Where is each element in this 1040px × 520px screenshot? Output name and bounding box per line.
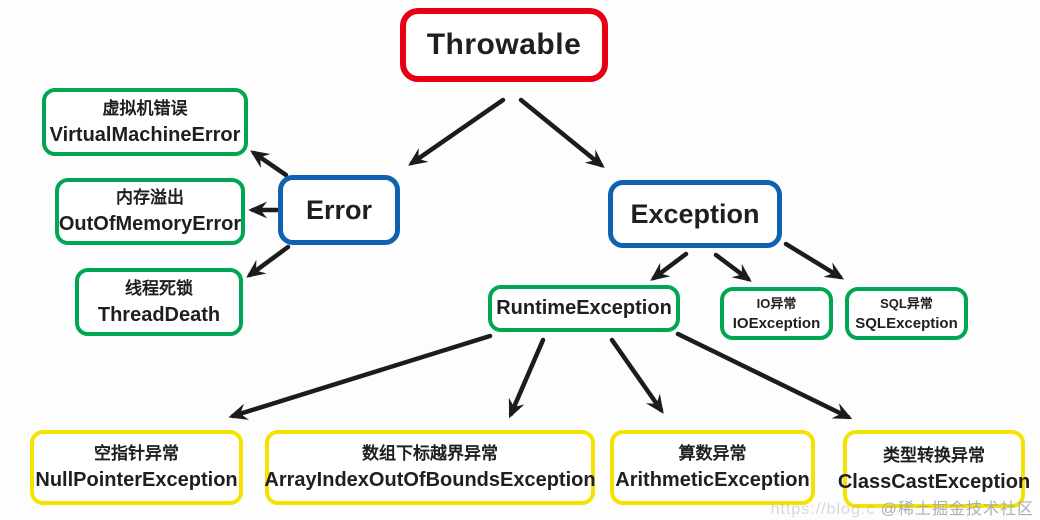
arrow-error-threaddeath (246, 244, 291, 278)
node-throwable: Throwable (400, 8, 608, 82)
watermark-community-text: @稀土掘金技术社区 (880, 501, 1034, 518)
node-io-exception-en: IOException (732, 314, 821, 332)
node-null-pointer-exception-en: NullPointerException (35, 469, 238, 491)
arrow-runtime-nullpointer (228, 333, 493, 420)
arrow-exception-runtimeexception (650, 251, 689, 281)
node-array-index-out-of-bounds-exception-zh: 数组下标越界异常 (362, 444, 498, 463)
node-sql-exception-en: SQLException (855, 314, 958, 332)
node-array-index-out-of-bounds-exception-en: ArrayIndexOutOfBoundsException (264, 469, 596, 491)
node-thread-death-zh: 线程死锁 (125, 278, 193, 298)
arrow-exception-sqlexception (783, 241, 845, 280)
arrow-error-virtualmachineerror (250, 150, 289, 178)
node-null-pointer-exception: 空指针异常 NullPointerException (30, 430, 243, 505)
node-throwable-label: Throwable (426, 28, 582, 61)
node-out-of-memory-error-zh: 内存溢出 (116, 188, 184, 207)
arrow-runtime-arrayindexoutofbounds (508, 337, 546, 419)
node-thread-death: 线程死锁 ThreadDeath (75, 268, 243, 336)
node-error: Error (278, 175, 400, 245)
node-sql-exception-zh: SQL异常 (880, 295, 933, 311)
node-runtime-exception: RuntimeException (488, 285, 680, 332)
watermark-url-prefix: https://blog.c (770, 501, 876, 518)
node-virtual-machine-error-en: VirtualMachineError (49, 123, 241, 146)
node-out-of-memory-error-en: OutOfMemoryError (58, 213, 242, 235)
arrow-exception-ioexception (713, 252, 752, 282)
node-runtime-exception-label: RuntimeException (496, 297, 672, 319)
node-exception-label: Exception (630, 198, 760, 229)
node-virtual-machine-error: 虚拟机错误 VirtualMachineError (42, 88, 248, 156)
node-class-cast-exception: 类型转换异常 ClassCastException (838, 430, 1030, 508)
arrow-runtime-arithmetic (609, 337, 664, 414)
node-error-label: Error (305, 194, 373, 225)
node-arithmetic-exception: 算数异常 ArithmeticException (610, 430, 815, 505)
node-array-index-out-of-bounds-exception: 数组下标越界异常 ArrayIndexOutOfBoundsException (264, 430, 596, 505)
arrow-throwable-exception (518, 97, 605, 168)
node-virtual-machine-error-zh: 虚拟机错误 (102, 98, 188, 118)
node-arithmetic-exception-zh: 算数异常 (678, 444, 747, 463)
node-exception: Exception (608, 180, 782, 248)
node-io-exception-zh: IO异常 (756, 295, 797, 311)
node-class-cast-exception-zh: 类型转换异常 (883, 445, 985, 465)
watermark: https://blog.c @稀土掘金技术社区 (771, 495, 1034, 519)
node-out-of-memory-error: 内存溢出 OutOfMemoryError (55, 178, 245, 245)
node-null-pointer-exception-zh: 空指针异常 (94, 444, 179, 463)
arrow-throwable-error (408, 97, 506, 166)
node-class-cast-exception-en: ClassCastException (837, 470, 1031, 493)
node-io-exception: IO异常 IOException (720, 287, 833, 340)
node-sql-exception: SQL异常 SQLException (845, 287, 968, 340)
arrow-runtime-classcast (675, 331, 853, 420)
node-thread-death-en: ThreadDeath (97, 303, 221, 326)
node-arithmetic-exception-en: ArithmeticException (615, 469, 810, 491)
